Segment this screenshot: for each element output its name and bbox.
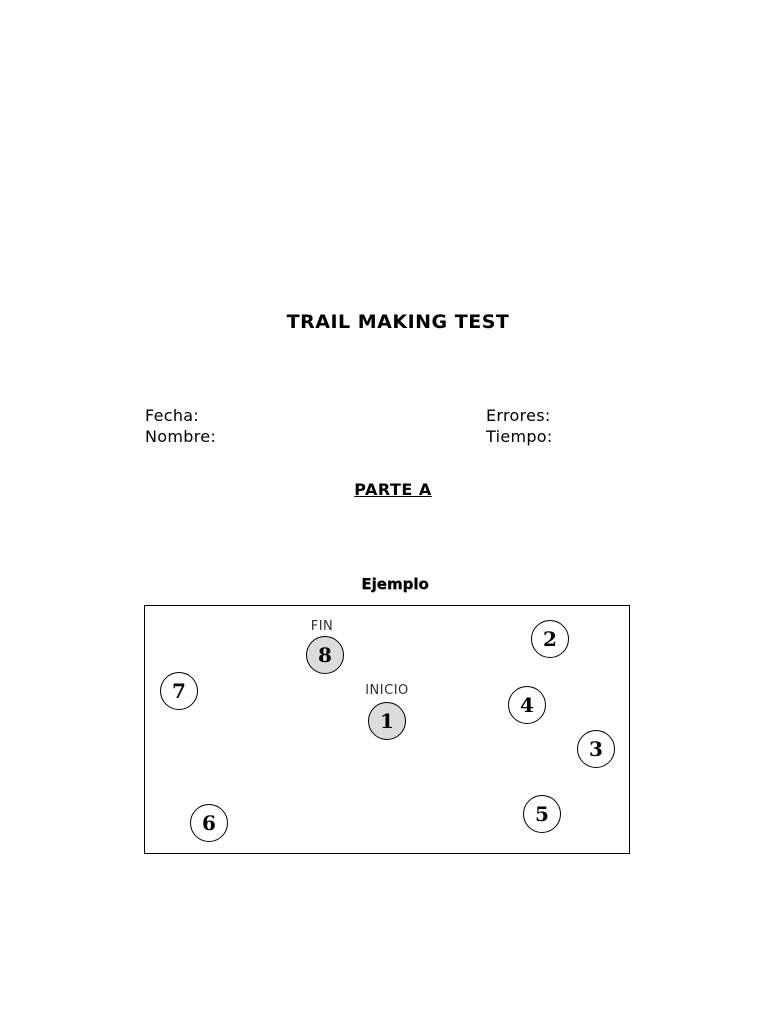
test-title: TRAIL MAKING TEST [286,311,510,333]
end-label: FIN [310,619,334,634]
errors-field-label: Errores: [486,406,551,425]
part-a-title: PARTE A [354,480,432,499]
trail-node-5[interactable]: 5 [523,795,561,833]
trail-node-2[interactable]: 2 [531,620,569,658]
trail-node-1[interactable]: 1 [368,702,406,740]
date-field-label: Fecha: [145,406,200,425]
trail-node-4[interactable]: 4 [508,686,546,724]
start-label: INICIO [365,683,409,698]
trail-node-6[interactable]: 6 [190,804,228,842]
name-field-label: Nombre: [145,427,217,446]
trail-node-7[interactable]: 7 [160,672,198,710]
trail-example-box: FIN 8 2 7 INICIO 1 4 3 5 6 [144,605,630,854]
example-label: Ejemplo [361,575,429,593]
trail-node-3[interactable]: 3 [577,730,615,768]
trail-node-8[interactable]: 8 [306,636,344,674]
time-field-label: Tiempo: [486,427,553,446]
